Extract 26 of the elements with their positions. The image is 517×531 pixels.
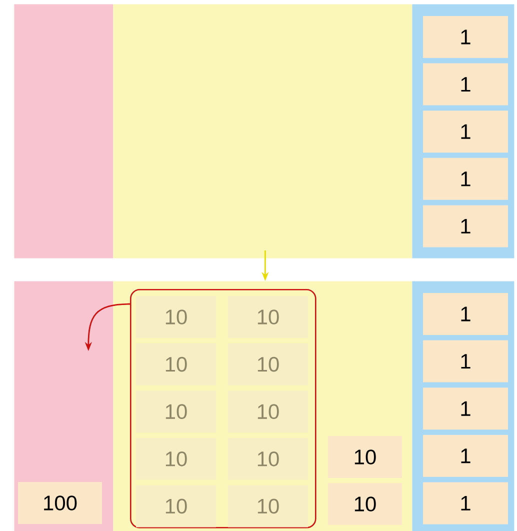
number-card: 1 <box>423 205 508 248</box>
number-card: 1 <box>423 158 508 200</box>
place-value-column <box>113 4 412 258</box>
number-card: 1 <box>423 388 508 430</box>
number-card: 1 <box>423 482 508 524</box>
number-card: 1 <box>423 110 508 153</box>
number-card: 10 <box>228 343 308 386</box>
number-card: 10 <box>136 485 216 528</box>
number-card: 10 <box>328 436 402 478</box>
number-card: 10 <box>228 485 308 528</box>
number-card: 10 <box>136 296 216 338</box>
number-card: 100 <box>18 482 102 524</box>
number-card: 10 <box>328 483 402 525</box>
group-outline <box>130 289 316 528</box>
number-card: 10 <box>228 390 308 433</box>
number-card: 10 <box>136 343 216 386</box>
place-value-column <box>14 4 114 258</box>
number-card: 10 <box>228 438 308 480</box>
number-card: 10 <box>136 390 216 433</box>
number-card: 1 <box>423 434 508 477</box>
number-card: 10 <box>228 296 308 338</box>
number-card: 1 <box>423 16 508 58</box>
number-card: 1 <box>423 293 508 335</box>
number-card: 10 <box>136 438 216 480</box>
number-card: 1 <box>423 63 508 106</box>
number-card: 1 <box>423 340 508 382</box>
